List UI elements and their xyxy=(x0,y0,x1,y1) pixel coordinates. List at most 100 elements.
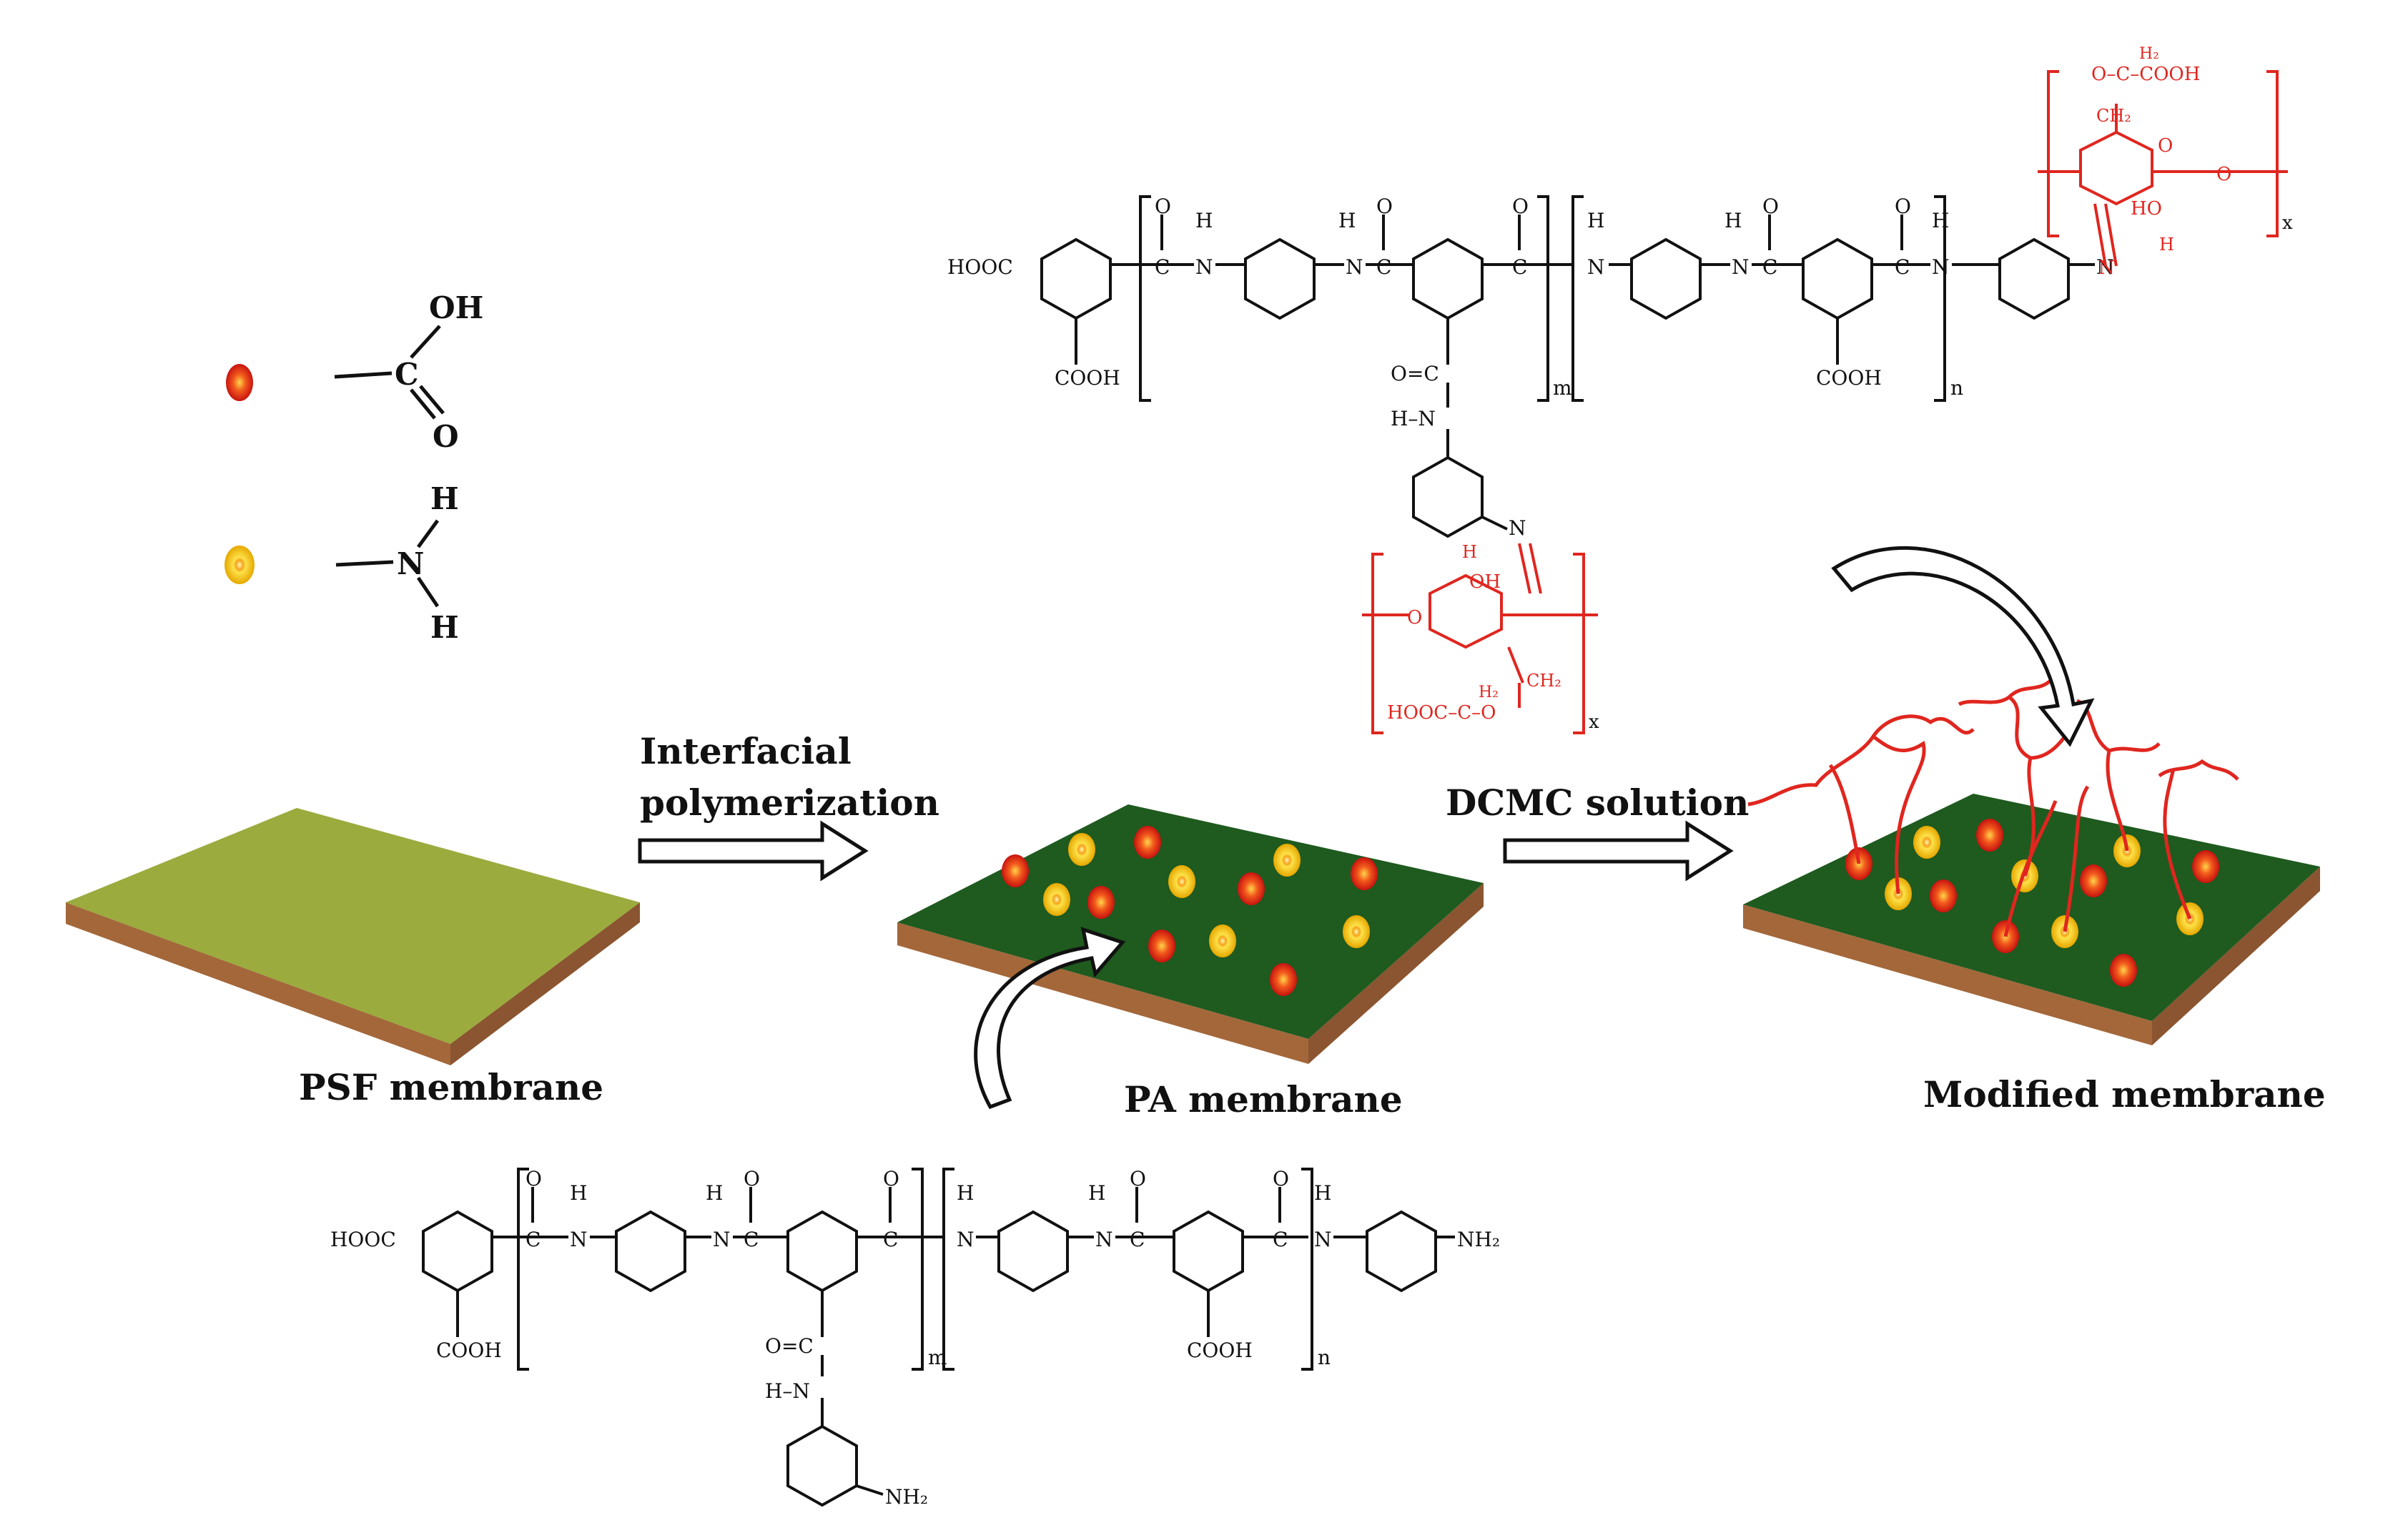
bot-c-5: C xyxy=(1273,1228,1288,1251)
modified-dots xyxy=(1845,819,2219,987)
mod-side-right xyxy=(2152,867,2320,1045)
psf-membrane xyxy=(66,808,640,1065)
top-h-5: H xyxy=(1932,209,1949,232)
bot-o-2: O xyxy=(744,1167,760,1191)
top-c-5: C xyxy=(1895,255,1910,279)
bot-c-2: C xyxy=(744,1228,759,1251)
bot-n-3: N xyxy=(957,1228,974,1251)
carboxyl-group xyxy=(334,325,445,420)
bot-o-4: O xyxy=(1130,1167,1146,1191)
top-n-4: N xyxy=(1732,255,1750,279)
psf-label: PSF membrane xyxy=(299,1066,603,1108)
bot-o-5: O xyxy=(1273,1167,1289,1191)
pa-membrane xyxy=(897,804,1484,1064)
bot-h-4: H xyxy=(1088,1181,1105,1205)
bot-hooc: HOOC xyxy=(330,1228,396,1251)
legend-c: C xyxy=(395,357,418,392)
bot-o-3: O xyxy=(883,1167,899,1191)
bot-h-2: H xyxy=(706,1181,723,1205)
top-n-2: N xyxy=(1346,255,1363,279)
red-x-top: x xyxy=(2282,212,2293,234)
top-o-4: O xyxy=(1762,194,1779,218)
top-hn: H–N xyxy=(1391,407,1436,430)
top-c-4: C xyxy=(1762,255,1777,279)
bot-cooh-1: COOH xyxy=(436,1339,502,1362)
top-o-5: O xyxy=(1895,194,1911,218)
red-hoocco-lower: HOOC–C–O xyxy=(1387,702,1496,724)
top-structure: HOOC COOH COOH C O N H N H C O C O m N H… xyxy=(947,45,2293,734)
top-cooh-1: COOH xyxy=(1055,366,1120,390)
interfacial-label: Interfacial xyxy=(640,730,852,772)
bot-m: m xyxy=(928,1346,947,1369)
psf-top xyxy=(66,808,640,1044)
bot-c-1: C xyxy=(525,1228,541,1251)
top-n-pendant: N xyxy=(1509,516,1526,540)
dcmc-arrow xyxy=(1503,820,1734,882)
red-ch2-lower: CH₂ xyxy=(1526,671,1561,691)
pa-top xyxy=(897,804,1484,1039)
amine-group xyxy=(335,519,440,608)
bot-h-1: H xyxy=(570,1181,587,1205)
bot-n-5: N xyxy=(1314,1228,1332,1251)
pa-side-front xyxy=(897,922,1308,1064)
red-h-top: H xyxy=(2159,235,2174,255)
top-h-4: H xyxy=(1724,209,1742,232)
modified-membrane xyxy=(1743,678,2320,1045)
red-oh-lower: OH xyxy=(1469,571,1501,593)
psf-side-right xyxy=(450,902,640,1065)
carboxyl-dot-legend xyxy=(226,364,253,401)
top-h-3: H xyxy=(1587,209,1604,232)
top-cooh-2: COOH xyxy=(1816,366,1882,390)
bot-h-3: H xyxy=(957,1181,974,1205)
red-o-ring-top: O xyxy=(2158,135,2173,157)
mod-top xyxy=(1743,794,2320,1021)
top-o-3: O xyxy=(1512,194,1529,218)
red-h-lower: H xyxy=(1462,542,1477,562)
red-h2-lower: H₂ xyxy=(1479,684,1499,701)
mod-side-front xyxy=(1743,904,2152,1045)
red-h2-top: H₂ xyxy=(2139,45,2159,63)
top-n-3: N xyxy=(1587,255,1605,279)
top-h-2: H xyxy=(1338,209,1356,232)
bot-o-1: O xyxy=(525,1167,542,1191)
top-hooc: HOOC xyxy=(947,255,1013,279)
top-o-2: O xyxy=(1376,194,1393,218)
bot-n-1: N xyxy=(570,1228,588,1251)
red-x-lower: x xyxy=(1589,711,1599,733)
bot-cooh-2: COOH xyxy=(1187,1339,1253,1362)
interfacial-arrow xyxy=(638,820,869,882)
red-o-link-lower: O xyxy=(1407,607,1422,629)
bot-nh2-end: NH₂ xyxy=(1457,1228,1500,1251)
curved-arrow-dcmc xyxy=(1831,546,2095,747)
top-eqo: O=C xyxy=(1391,362,1439,385)
bot-hn: H–N xyxy=(765,1379,810,1403)
dcmc-chains xyxy=(1747,678,2239,937)
pa-label: PA membrane xyxy=(1124,1078,1403,1120)
red-ocooh-top: O–C–COOH xyxy=(2091,64,2200,85)
top-nsub: n xyxy=(1950,376,1963,400)
curved-arrow-pa xyxy=(974,927,1126,1110)
bot-h-5: H xyxy=(1314,1181,1331,1205)
modified-label: Modified membrane xyxy=(1923,1073,2326,1115)
legend-h-top: H xyxy=(430,481,459,516)
dcmc-label: DCMC solution xyxy=(1446,782,1749,824)
legend-o: O xyxy=(433,419,459,454)
pa-dots xyxy=(1002,826,1378,996)
bot-c-4: C xyxy=(1130,1228,1145,1251)
legend: C OH O N H H xyxy=(224,290,483,645)
top-o-1: O xyxy=(1155,194,1171,218)
bot-eqo: O=C xyxy=(765,1334,814,1358)
legend-n: N xyxy=(397,546,424,581)
red-ch2-top: CH₂ xyxy=(2096,106,2131,126)
legend-oh: OH xyxy=(429,290,483,325)
top-m: m xyxy=(1553,376,1572,400)
top-c-3: C xyxy=(1512,255,1527,279)
top-n-1: N xyxy=(1195,255,1213,279)
top-c-2: C xyxy=(1376,255,1391,279)
red-n-top: N xyxy=(2098,257,2115,279)
psf-side-front xyxy=(66,902,450,1065)
legend-h-bottom: H xyxy=(430,610,459,645)
pa-side-right xyxy=(1308,883,1484,1064)
amine-dot-legend xyxy=(224,546,255,584)
